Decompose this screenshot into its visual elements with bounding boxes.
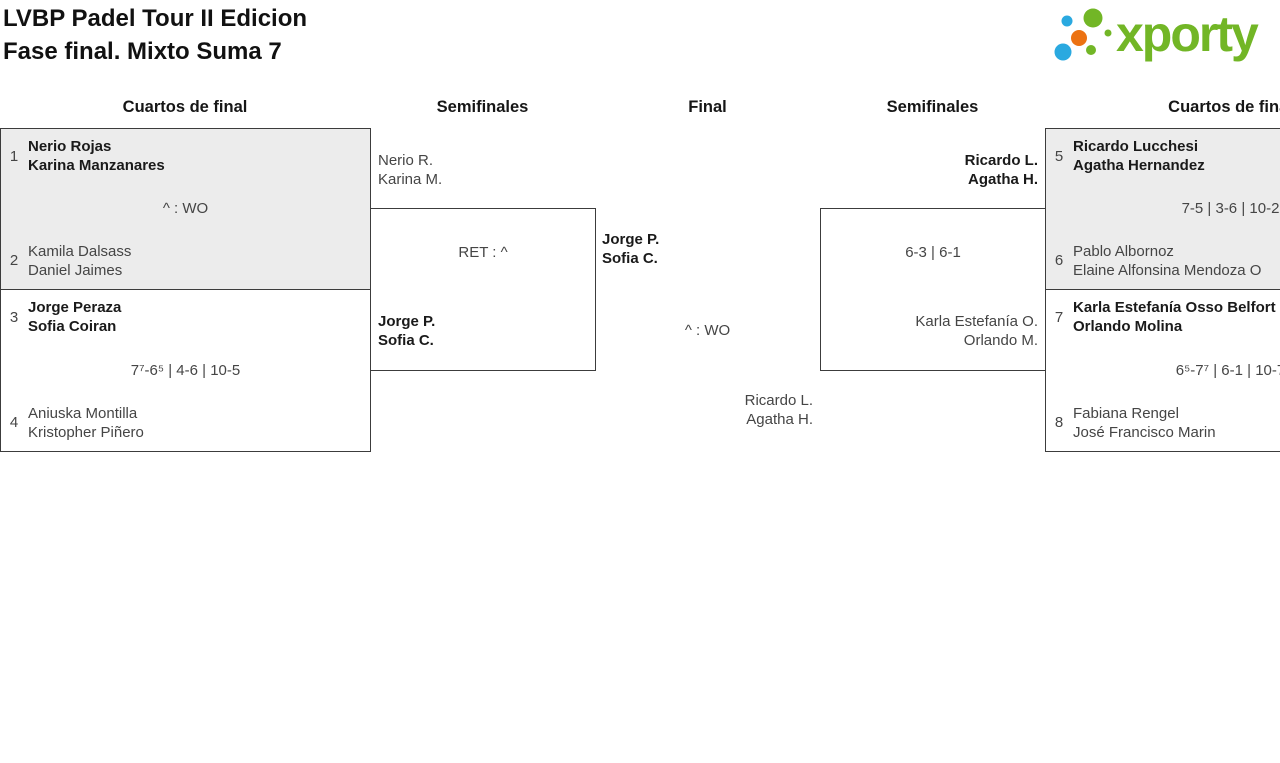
player-name: Nerio R. <box>378 152 434 169</box>
player-name: Daniel Jaimes <box>28 262 123 279</box>
match-score: 6-3 | 6-1 <box>905 244 961 261</box>
player-name: Ricardo Lucchesi <box>1073 138 1199 155</box>
match-sf-right[interactable]: Ricardo L. Agatha H. 6-3 | 6-1 Karla Est… <box>820 152 1046 371</box>
match-qf-right-2[interactable]: 7 Karla Estefanía Osso Belfort Orlando M… <box>1045 289 1280 452</box>
page-title: LVBP Padel Tour II Edicion Fase final. M… <box>3 2 307 68</box>
round-header-semifinals-left: Semifinales <box>436 98 529 116</box>
team-pair: Pablo Albornoz Elaine Alfonsina Mendoza … <box>1073 242 1261 280</box>
player-name: Agatha H. <box>746 411 813 428</box>
xporty-logo[interactable]: xporty <box>1050 4 1280 66</box>
team-pair: Jorge P. Sofia C. <box>378 312 435 350</box>
team-pair: Aniuska Montilla Kristopher Piñero <box>28 404 144 442</box>
phase-name: Fase final. Mixto Suma 7 <box>3 38 282 65</box>
team-pair: Ricardo Lucchesi Agatha Hernandez <box>1073 137 1205 175</box>
seed-number: 3 <box>9 309 19 326</box>
seed-number: 4 <box>9 414 19 431</box>
player-name: Kristopher Piñero <box>28 424 144 441</box>
player-name: Agatha H. <box>967 171 1038 188</box>
player-name: Karla Estefanía Osso Belfort <box>1073 299 1276 316</box>
match-qf-right-1[interactable]: 5 Ricardo Lucchesi Agatha Hernandez 7-5 … <box>1045 128 1280 290</box>
team-pair: Jorge Peraza Sofia Coiran <box>28 298 121 336</box>
player-name: Kamila Dalsass <box>28 243 132 260</box>
match-final[interactable]: Jorge P. Sofia C. ^ : WO Ricardo L. Agat… <box>595 231 820 451</box>
team-pair: Jorge P. Sofia C. <box>602 230 659 268</box>
team-pair: Kamila Dalsass Daniel Jaimes <box>28 242 131 280</box>
match-qf-left-1[interactable]: 1 Nerio Rojas Karina Manzanares ^ : WO 2… <box>0 128 371 290</box>
round-header-quarterfinals-right: Cuartos de final <box>1168 98 1280 116</box>
player-name: Pablo Albornoz <box>1073 243 1174 260</box>
player-name: Karina M. <box>378 171 443 188</box>
team-pair: Fabiana Rengel José Francisco Marin <box>1073 404 1216 442</box>
seed-number: 8 <box>1054 414 1064 431</box>
round-header-semifinals-right: Semifinales <box>886 98 979 116</box>
player-name: Ricardo L. <box>744 392 813 409</box>
player-name: Sofia Coiran <box>28 318 117 335</box>
player-name: Elaine Alfonsina Mendoza O <box>1073 262 1262 279</box>
match-sf-left[interactable]: Nerio R. Karina M. RET : ^ Jorge P. Sofi… <box>370 152 596 371</box>
round-header-quarterfinals-left: Cuartos de final <box>122 98 248 116</box>
player-name: Jorge Peraza <box>28 299 122 316</box>
player-name: Karina Manzanares <box>28 157 165 174</box>
team-pair: Ricardo L. Agatha H. <box>745 391 813 429</box>
seed-number: 2 <box>9 252 19 269</box>
match-score: 7⁷-6⁵ | 4-6 | 10-5 <box>130 361 241 379</box>
player-name: José Francisco Marin <box>1073 424 1216 441</box>
match-qf-left-2[interactable]: 3 Jorge Peraza Sofia Coiran 7⁷-6⁵ | 4-6 … <box>0 289 371 452</box>
team-pair: Nerio Rojas Karina Manzanares <box>28 137 165 175</box>
player-name: Ricardo L. <box>964 152 1038 169</box>
seed-number: 1 <box>9 148 19 165</box>
team-pair: Karla Estefanía Osso Belfort Orlando Mol… <box>1073 298 1276 336</box>
match-score: RET : ^ <box>458 244 508 261</box>
player-name: Karla Estefanía O. <box>915 313 1038 330</box>
player-name: Sofia C. <box>378 332 434 349</box>
xporty-logo-icon: xporty <box>1054 6 1261 62</box>
match-score: ^ : WO <box>162 200 209 217</box>
match-score: 6⁵-7⁷ | 6-1 | 10-7 <box>1175 361 1280 379</box>
match-score: 7-5 | 3-6 | 10-2 <box>1181 200 1280 217</box>
team-pair: Karla Estefanía O. Orlando M. <box>915 312 1038 350</box>
round-header-final: Final <box>688 98 727 116</box>
player-name: Fabiana Rengel <box>1073 405 1179 422</box>
player-name: Jorge P. <box>378 313 436 330</box>
tournament-name: LVBP Padel Tour II Edicion <box>3 5 308 32</box>
player-name: Orlando M. <box>963 332 1038 349</box>
seed-number: 7 <box>1054 309 1064 326</box>
seed-number: 6 <box>1054 252 1064 269</box>
player-name: Nerio Rojas <box>28 138 112 155</box>
player-name: Jorge P. <box>602 231 660 248</box>
player-name: Orlando Molina <box>1073 318 1183 335</box>
player-name: Sofia C. <box>602 250 658 267</box>
player-name: Agatha Hernandez <box>1073 157 1205 174</box>
team-pair: Nerio R. Karina M. <box>378 151 442 189</box>
player-name: Aniuska Montilla <box>28 405 138 422</box>
team-pair: Ricardo L. Agatha H. <box>965 151 1038 189</box>
xporty-logo-text: xporty <box>1116 6 1259 62</box>
match-score: ^ : WO <box>684 322 731 339</box>
seed-number: 5 <box>1054 148 1064 165</box>
